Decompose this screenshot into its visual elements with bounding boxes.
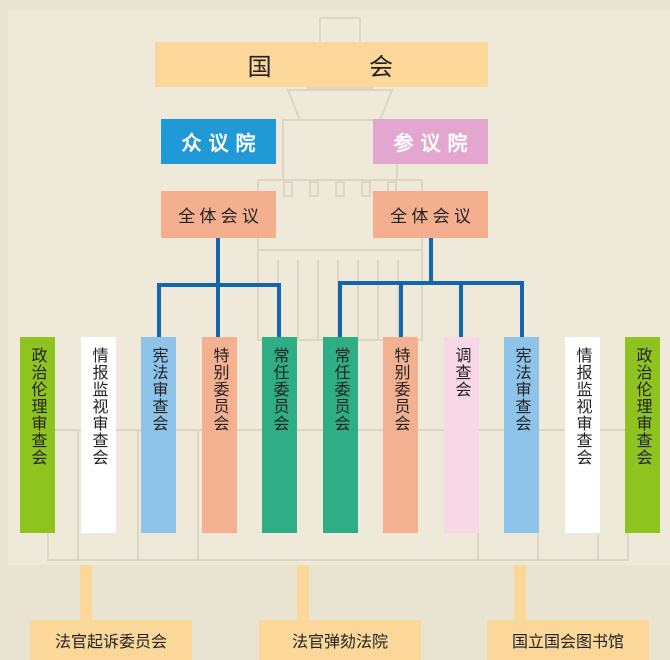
impeachment-connector [297,565,309,620]
upper-constitution-council-label: 宪法审查会 [512,347,532,432]
upper-research-council-label: 调查会 [452,347,472,398]
national-diet-library-box: 国立国会图书馆 [487,620,649,660]
lower-special-committee-label: 特别委员会 [210,347,230,432]
upper-special-committee: 特别委员会 [383,337,418,533]
judge-impeachment-court-box: 法官弹劾法院 [259,620,421,660]
upper-plenary-session-box: 全体会议 [373,191,488,238]
upper-constitution-council: 宪法审查会 [504,337,539,533]
upper-standing-committee: 常任委员会 [323,337,358,533]
judge-indictment-committee-box: 法官起诉委员会 [30,620,192,660]
lower-standing-committee-label: 常任委员会 [270,347,290,432]
lower-intelligence-council: 情报监视审查会 [81,337,116,533]
national-diet-box: 国 会 [155,42,488,87]
diet-label-left: 国 [247,53,274,81]
house-of-representatives-box: 众议院 [161,119,276,164]
lower-constitution-council: 宪法审查会 [141,337,176,533]
lower-constitution-council-label: 宪法审查会 [149,347,169,432]
diet-label-right: 会 [369,53,396,81]
lower-ethics-council: 政治伦理审查会 [20,337,55,533]
indictment-connector [80,565,92,620]
upper-ethics-council: 政治伦理审查会 [625,337,660,533]
house-of-councillors-box: 参议院 [373,119,488,164]
upper-intelligence-council: 情报监视审查会 [565,337,600,533]
upper-special-committee-label: 特别委员会 [391,347,411,432]
upper-ethics-council-label: 政治伦理审查会 [633,347,653,466]
library-connector [514,565,526,620]
lower-standing-committee: 常任委员会 [262,337,297,533]
lower-plenary-session-box: 全体会议 [161,191,276,238]
lower-ethics-council-label: 政治伦理审查会 [28,347,48,466]
lower-special-committee: 特别委员会 [202,337,237,533]
upper-standing-committee-label: 常任委员会 [331,347,351,432]
upper-intelligence-council-label: 情报监视审查会 [573,347,593,466]
upper-research-council: 调查会 [444,337,479,533]
lower-intelligence-council-label: 情报监视审查会 [89,347,109,466]
